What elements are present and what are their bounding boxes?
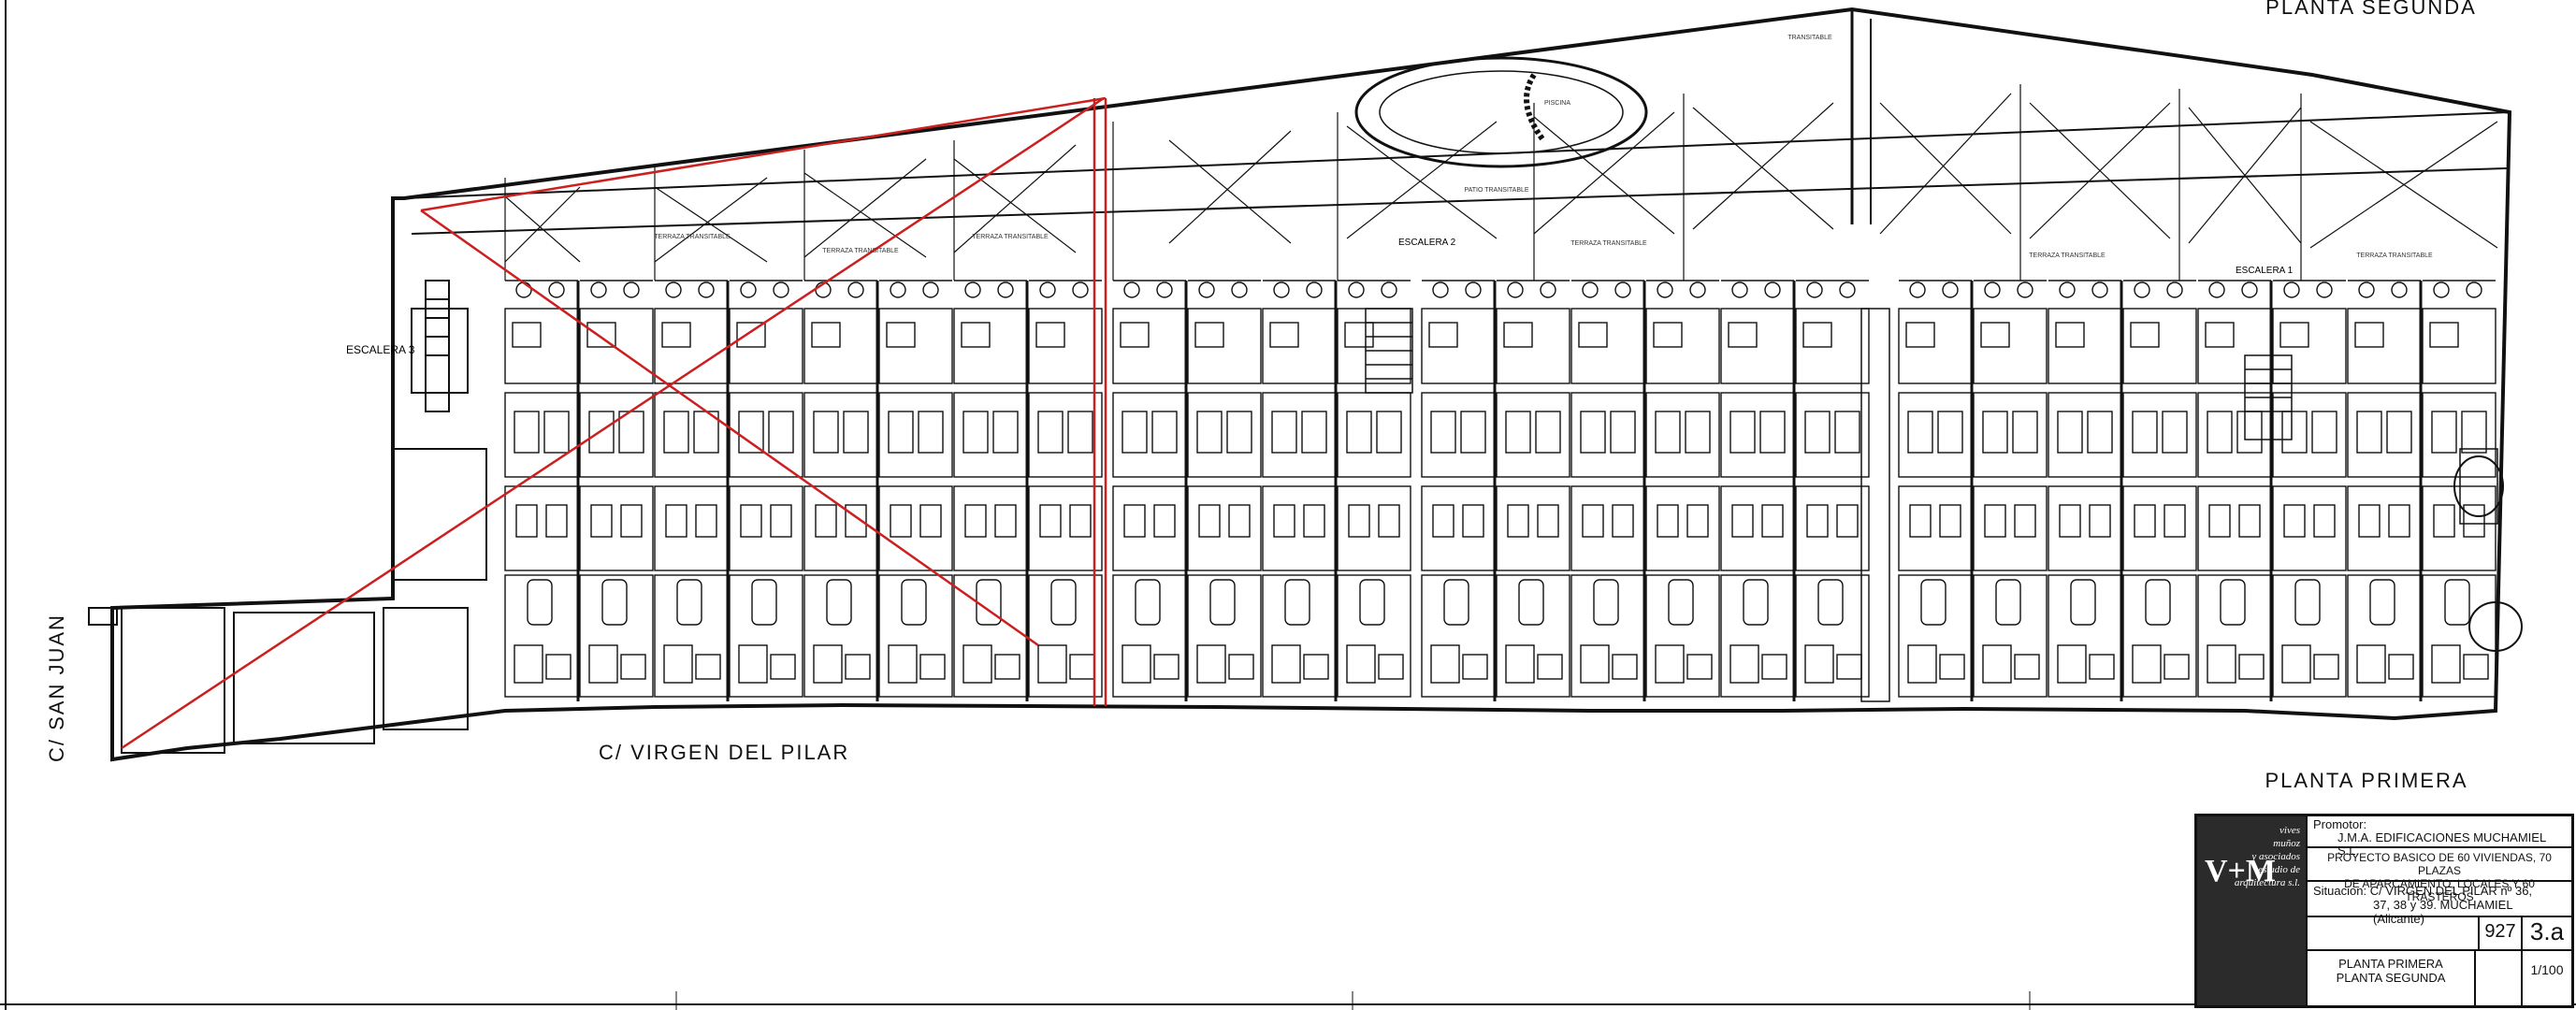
title-block: V+M vives muñoz y asociados estudio de a… (2194, 814, 2574, 1008)
numbers-row: 927 3.a (2308, 917, 2571, 951)
escala-value: 1/100 (2530, 962, 2564, 977)
firm-name-4: estudio de (2258, 864, 2300, 875)
firm-name-1: vives (2279, 825, 2300, 836)
terraza-label-2: TERRAZA TRANSITABLE (822, 248, 899, 254)
signature-area (2308, 917, 2478, 949)
escalera-1-label: ESCALERA 1 (2236, 266, 2294, 276)
promotor-value: J.M.A. EDIFICACIONES MUCHAMIEL S.L. (2337, 830, 2546, 858)
transitable-label: TRANSITABLE (1787, 35, 1832, 41)
escalera-2-label: ESCALERA 2 (1398, 238, 1456, 248)
terraza-label-4: TERRAZA TRANSITABLE (1570, 240, 1647, 247)
proyecto-line-1: PROYECTO BASICO DE 60 VIVIENDAS, 70 PLAZ… (2327, 851, 2552, 877)
calle-san-juan-label: C/ SAN JUAN (45, 613, 68, 762)
pool-label: PISCINA (1544, 100, 1570, 107)
apartment-bays (504, 280, 2496, 701)
stair-cores (1365, 308, 2523, 702)
planta-primera-label: PLANTA PRIMERA (2265, 769, 2467, 792)
terraza-label-3: TERRAZA TRANSITABLE (972, 234, 1049, 240)
proyecto-line-2: DE APARCAMIENTO, LOCALES Y 60 TRASTEROS (2344, 877, 2535, 903)
terraza-label-1: TERRAZA TRANSITABLE (654, 234, 731, 240)
date-cell (2476, 951, 2523, 1005)
firm-logo-mark: V+M (2205, 854, 2277, 888)
titulo-line-2: PLANTA SEGUNDA (2336, 971, 2446, 985)
firm-name-5: arquitectura s.l. (2234, 877, 2300, 888)
titulo-row: PLANTA PRIMERA PLANTA SEGUNDA 1/100 (2308, 951, 2571, 1005)
firm-name-2: muñoz (2273, 838, 2300, 849)
titulo-cell: PLANTA PRIMERA PLANTA SEGUNDA (2308, 951, 2476, 1005)
left-wing (88, 280, 487, 754)
terraza-label-6: TERRAZA TRANSITABLE (2356, 252, 2433, 259)
terraza-label-5: TERRAZA TRANSITABLE (2029, 252, 2106, 259)
firm-name-3: y asociados (2251, 851, 2300, 862)
situacion-label: Situacion: (2313, 884, 2367, 898)
red-section-lines (121, 96, 1107, 750)
situacion-line-1: C/ VIRGEN DEL PILAR nº 36, (2369, 884, 2533, 898)
escalera-3-label: ESCALERA 3 (346, 343, 415, 356)
situacion-line-2: 37, 38 y 39. MUCHAMIEL (Alicante) (2373, 898, 2513, 926)
patio-label: PATIO TRANSITABLE (1464, 187, 1528, 194)
plano-number: 3.a (2521, 917, 2571, 949)
firm-logo: V+M vives muñoz y asociados estudio de a… (2197, 816, 2308, 1005)
situacion-cell: Situacion: C/ VIRGEN DEL PILAR nº 36, 37… (2308, 882, 2571, 926)
promotor-cell: Promotor: J.M.A. EDIFICACIONES MUCHAMIEL… (2308, 816, 2571, 858)
proyecto-cell: PROYECTO BASICO DE 60 VIVIENDAS, 70 PLAZ… (2308, 848, 2571, 903)
expediente-number: 927 (2478, 917, 2521, 949)
calle-virgen-pilar-label: C/ VIRGEN DEL PILAR (599, 741, 849, 764)
pool: PISCINA PATIO TRANSITABLE (1354, 56, 1648, 194)
promotor-label: Promotor: (2313, 817, 2367, 831)
planta-segunda-label: PLANTA SEGUNDA (2265, 0, 2477, 19)
titulo-line-1: PLANTA PRIMERA (2338, 957, 2443, 971)
roof-terraces (403, 84, 2511, 281)
